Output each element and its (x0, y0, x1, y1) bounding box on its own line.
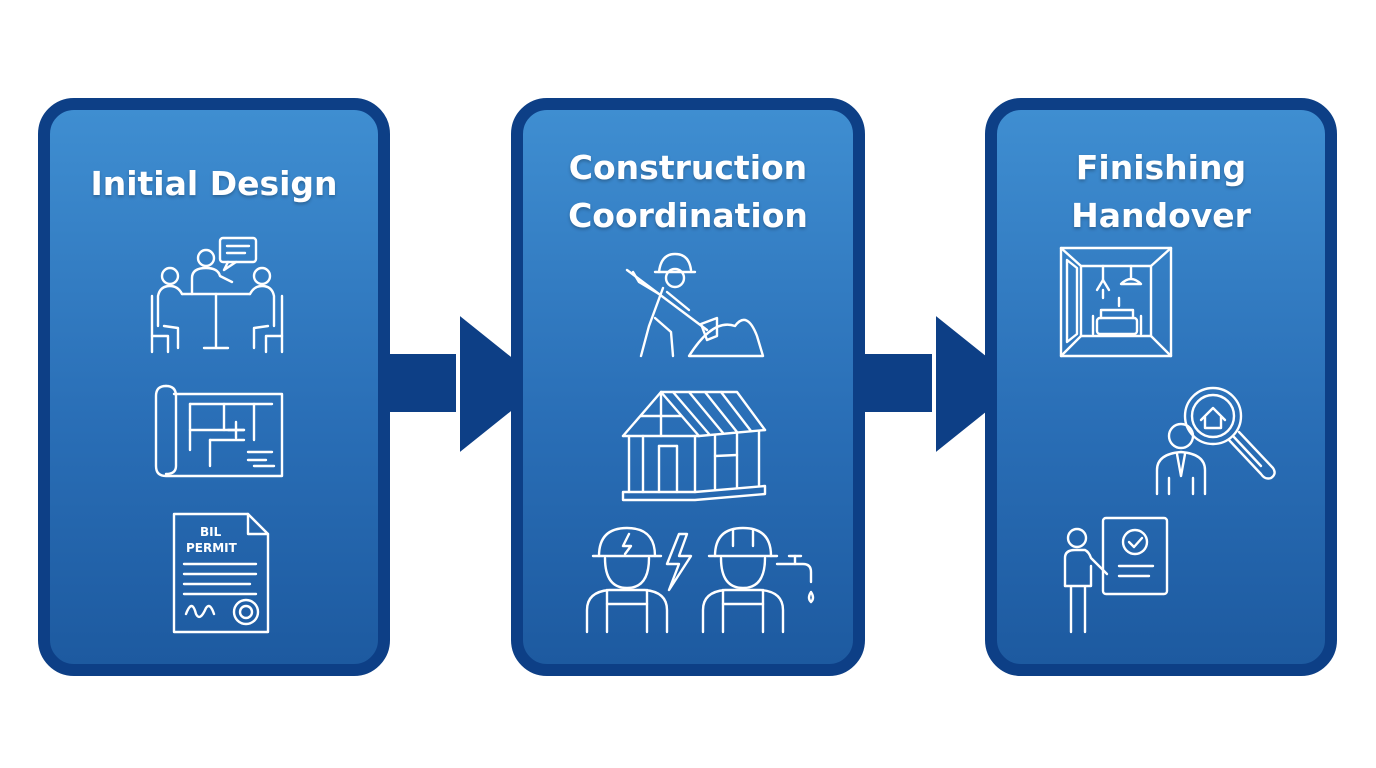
stage-panel-initial-design: Initial Design (38, 98, 390, 676)
worker-shoveling-icon (619, 248, 767, 362)
stage-title: Finishing Handover (1071, 148, 1251, 235)
permit-document-icon: BIL PERMIT (170, 510, 272, 636)
stage-title: Construction Coordination (568, 148, 808, 235)
arrow-right-icon (846, 307, 1028, 461)
permit-doc-line-1: BIL (200, 525, 222, 539)
arrow-right-icon (372, 307, 552, 461)
floor-plan-icon (154, 380, 286, 482)
permit-doc-line-2: PERMIT (186, 541, 238, 555)
home-inspection-icon (1155, 380, 1279, 500)
electrician-plumber-icon (583, 520, 819, 636)
stage-title: Initial Design (90, 164, 338, 203)
approval-presentation-icon (1057, 510, 1183, 636)
stage-panel-finishing-handover: Finishing Handover (985, 98, 1337, 676)
meeting-icon (148, 236, 288, 362)
interior-room-icon (1059, 246, 1173, 358)
stage-panel-construction-coordination: Construction Coordination (511, 98, 865, 676)
house-frame-icon (619, 386, 769, 502)
